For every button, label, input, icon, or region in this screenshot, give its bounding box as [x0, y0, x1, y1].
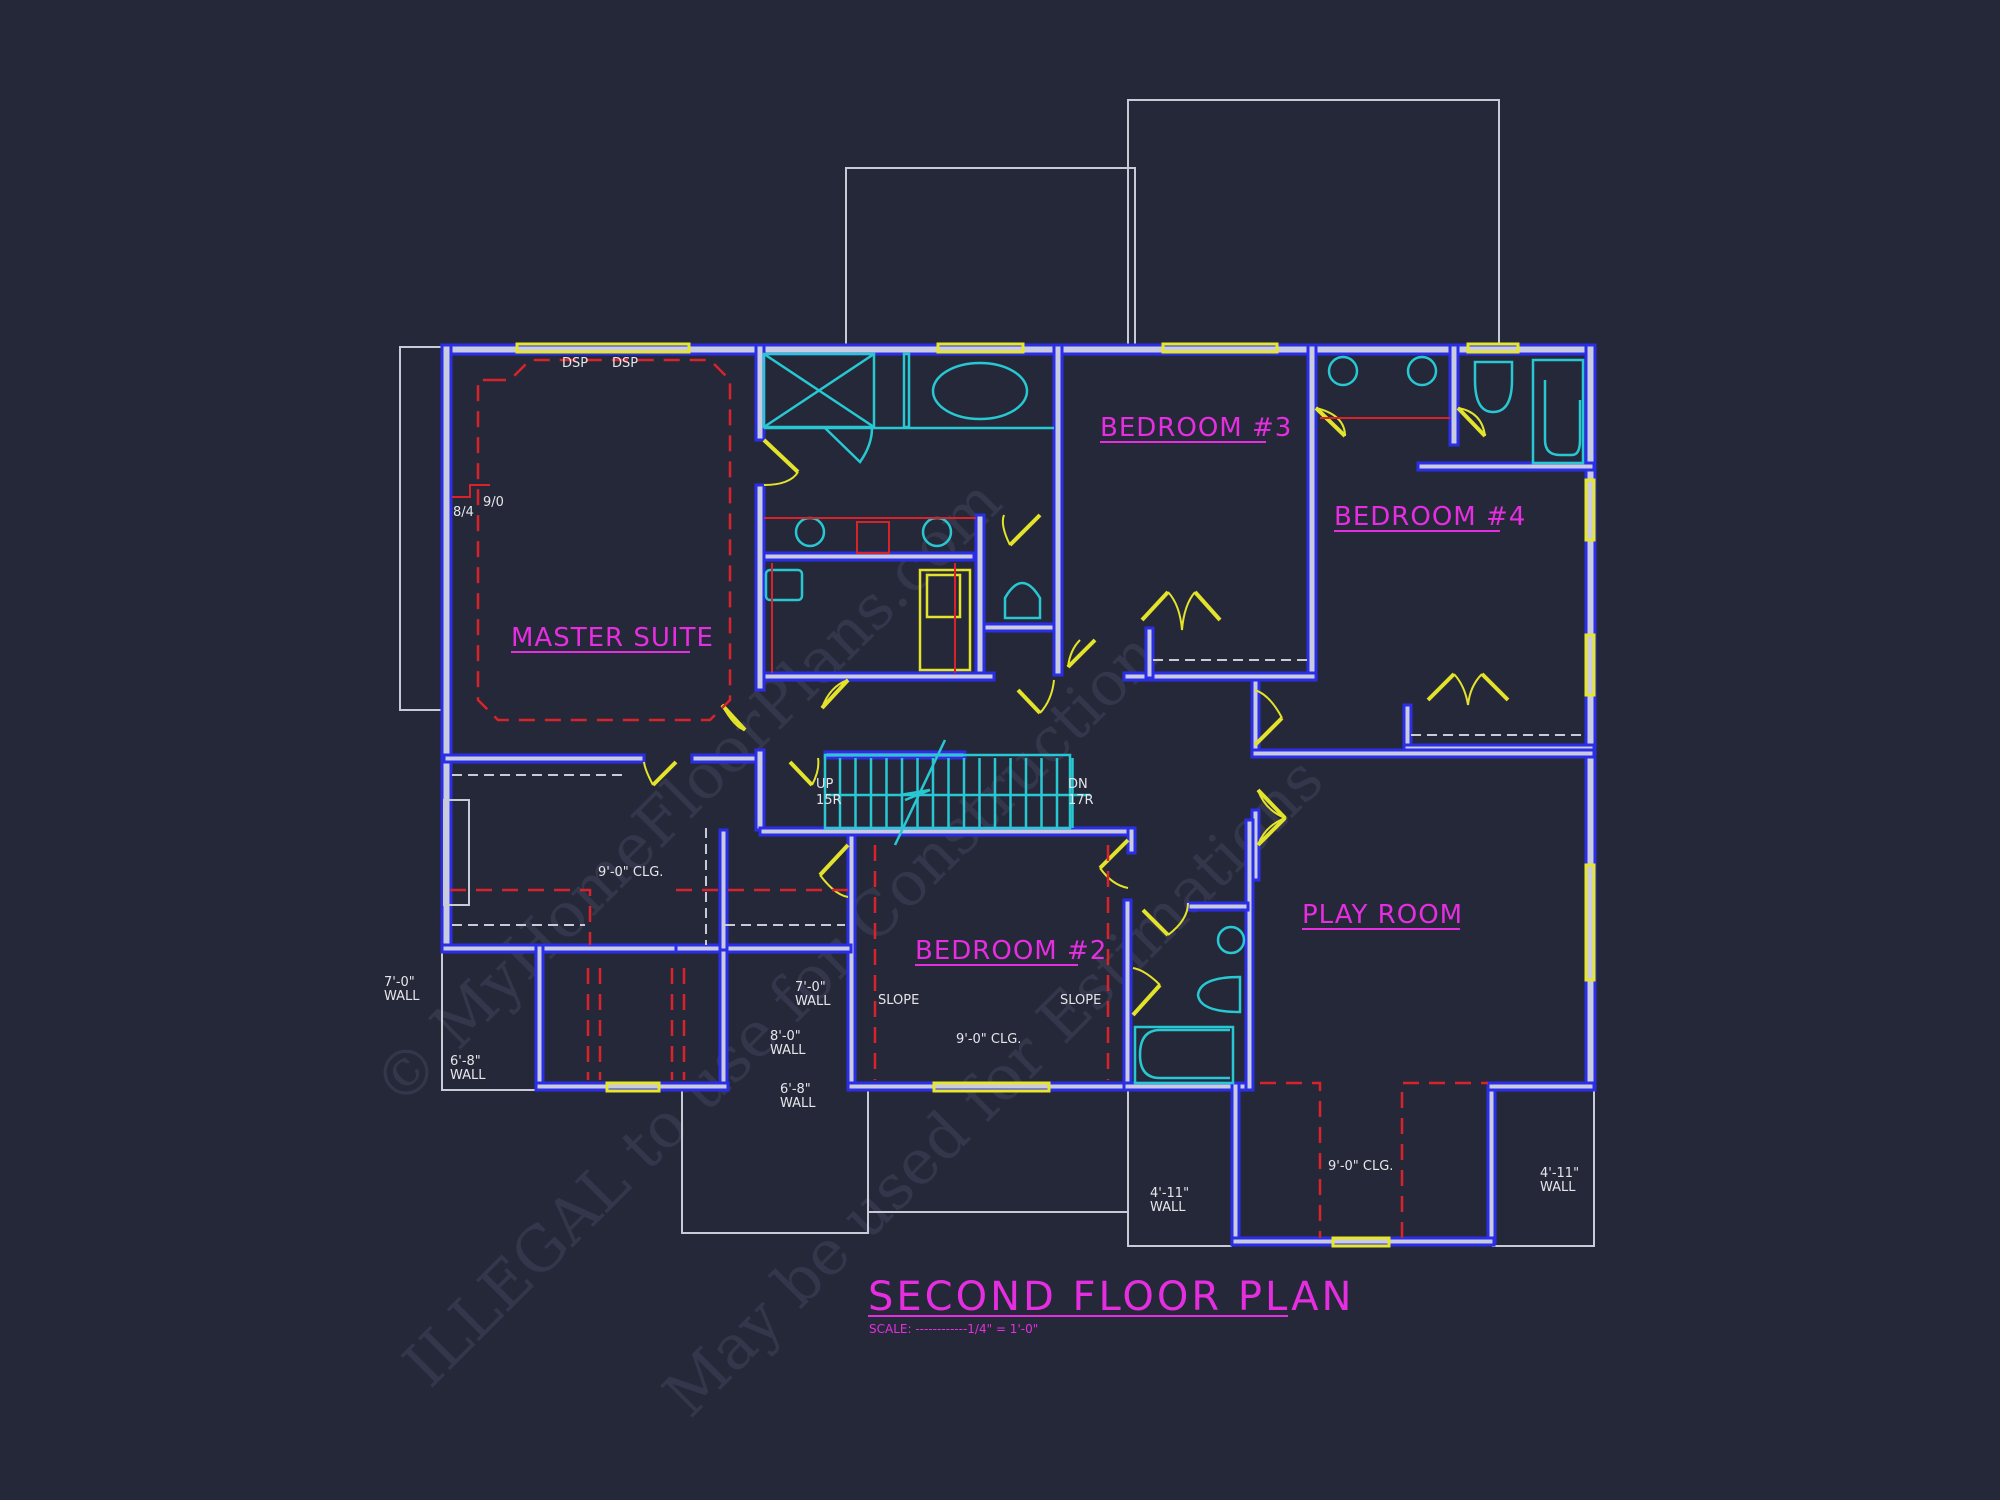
room-label-play-room: PLAY ROOM — [1302, 900, 1463, 930]
note-stair-dn: DN — [1068, 777, 1088, 792]
note-header-90: 9/0 — [483, 495, 504, 510]
ceiling-lines — [450, 358, 1488, 1238]
note-wall-mid-7: 7'-0" — [795, 980, 826, 995]
note-wall-mid-7-label: WALL — [795, 994, 831, 1009]
note-wall-left-7: 7'-0" — [384, 975, 415, 990]
note-wall-411-a-label: WALL — [1150, 1200, 1186, 1215]
note-wall-411-a: 4'-11" — [1150, 1186, 1189, 1201]
windows[interactable] — [515, 342, 1596, 1248]
note-stair-up-risers: 15R — [816, 793, 842, 808]
note-wall-411-b: 4'-11" — [1540, 1166, 1579, 1181]
drawing-scale: SCALE: ------------1/4" = 1'-0" — [869, 1322, 1038, 1336]
plumbing-fixtures — [762, 352, 1585, 1085]
note-wall-mid-68-label: WALL — [780, 1096, 816, 1111]
staircase — [823, 739, 1090, 846]
note-wall-left-68: 6'-8" — [450, 1054, 481, 1069]
note-bed2-ceiling: 9'-0" CLG. — [956, 1032, 1021, 1047]
note-wall-left-68-label: WALL — [450, 1068, 486, 1083]
note-dsp-1: DSP — [562, 356, 588, 371]
note-wall-mid-8: 8'-0" — [770, 1029, 801, 1044]
note-header-84: 8/4 — [453, 505, 474, 520]
note-play-ceiling: 9'-0" CLG. — [1328, 1159, 1393, 1174]
note-hall-ceiling: 9'-0" CLG. — [598, 865, 663, 880]
note-stair-dn-risers: 17R — [1068, 793, 1094, 808]
note-dsp-2: DSP — [612, 356, 638, 371]
room-label-master-suite: MASTER SUITE — [511, 623, 714, 653]
room-label-bedroom-3: BEDROOM #3 — [1100, 413, 1292, 443]
note-wall-mid-8-label: WALL — [770, 1043, 806, 1058]
room-label-bedroom-4: BEDROOM #4 — [1334, 502, 1526, 532]
room-label-bedroom-2: BEDROOM #2 — [915, 936, 1107, 966]
note-stair-up: UP — [816, 777, 834, 792]
note-wall-411-b-label: WALL — [1540, 1180, 1576, 1195]
title-block: SECOND FLOOR PLAN SCALE: ------------1/4… — [868, 1274, 1354, 1336]
doors[interactable] — [643, 406, 1510, 1017]
drawing-title: SECOND FLOOR PLAN — [868, 1274, 1354, 1320]
roof-outlines — [399, 99, 1595, 1247]
note-wall-mid-68: 6'-8" — [780, 1082, 811, 1097]
annotations: DSP DSP 8/4 9/0 9'-0" CLG. 9'-0" CLG. 9'… — [384, 356, 1579, 1215]
note-slope-right: SLOPE — [1060, 993, 1101, 1008]
note-slope-left: SLOPE — [878, 993, 919, 1008]
room-labels: MASTER SUITE BEDROOM #3 BEDROOM #4 BEDRO… — [511, 413, 1526, 966]
closet-shelves — [443, 659, 1586, 945]
note-wall-left-7-label: WALL — [384, 989, 420, 1004]
